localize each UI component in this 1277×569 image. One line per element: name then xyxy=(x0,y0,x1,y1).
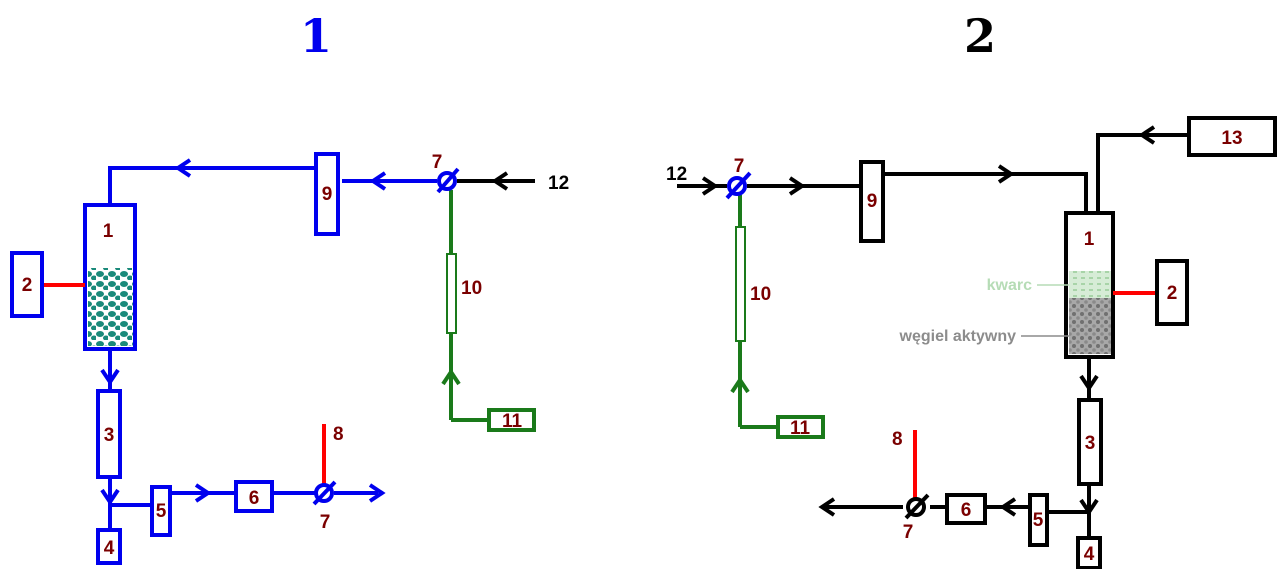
panel-2-box-5-label: 5 xyxy=(1033,510,1044,531)
panel-2-title: 2 xyxy=(964,9,996,63)
panel-2-vent-label: 8 xyxy=(892,429,903,450)
panel-1-valve-in-label: 7 xyxy=(432,152,443,173)
panel-1-box-6-label: 6 xyxy=(249,488,260,509)
panel-2-flow-arrows xyxy=(701,125,1156,517)
panel-1-flow-arrows xyxy=(100,158,387,506)
panel-2-box-11-label: 11 xyxy=(790,418,811,439)
panel-2-valve-in xyxy=(725,171,752,200)
panel-1-box-11 xyxy=(487,408,536,432)
panel-2-box-3 xyxy=(1077,398,1103,486)
panel-1-box-3-label: 3 xyxy=(104,425,115,446)
panel-2-box-9-label: 9 xyxy=(867,191,878,212)
panel-2-box-9 xyxy=(859,160,885,243)
panel-2-inlet-label: 12 xyxy=(666,164,687,185)
panel-1-box-4 xyxy=(96,528,122,565)
panel-1-box-4-label: 4 xyxy=(104,538,115,559)
panel-2-box-13 xyxy=(1187,116,1277,157)
panel-2-valve-in-label: 7 xyxy=(734,156,745,177)
panel-2-box-13-label: 13 xyxy=(1221,128,1242,149)
panel-1-column xyxy=(83,203,137,351)
panel-1-vent-label: 8 xyxy=(333,424,344,445)
panel-1-box-5 xyxy=(150,485,172,537)
panel-1-blue-lines xyxy=(108,166,437,530)
panel-2-carbon-annotation: węgiel aktywny xyxy=(899,328,1017,345)
panel-2-box-11 xyxy=(776,415,825,439)
panel-2-carbon-layer xyxy=(1069,298,1111,354)
panel-1-inlet-label: 12 xyxy=(548,173,569,194)
panel-1-valve-out-label: 7 xyxy=(320,512,331,533)
panel-1-heater-label: 2 xyxy=(22,275,33,296)
panel-1-column-label: 1 xyxy=(103,221,114,242)
panel-2-quartz-layer xyxy=(1069,271,1111,298)
panel-2-box-3-label: 3 xyxy=(1085,433,1096,454)
panel-1-tube-10 xyxy=(446,253,457,334)
panel-1-box-11-label: 11 xyxy=(502,411,523,432)
panel-2-box-5 xyxy=(1028,493,1049,547)
panel-1-valve-in xyxy=(436,167,460,194)
panel-2-box-4 xyxy=(1076,536,1102,569)
panel-1-inlet-line xyxy=(457,171,535,191)
panel-1-tube-10-label: 10 xyxy=(461,278,482,299)
panel-1-column-packing xyxy=(88,268,133,346)
panel-2-valve-out-label: 7 xyxy=(903,522,914,543)
panel-2-tube-10 xyxy=(735,226,746,342)
panel-2-heater xyxy=(1155,259,1189,326)
panel-2-box-4-label: 4 xyxy=(1084,544,1095,565)
panel-1-box-9 xyxy=(314,152,340,236)
panel-2-box-6 xyxy=(945,493,987,525)
panel-1-box-3 xyxy=(96,389,122,479)
panel-1-box-6 xyxy=(234,480,274,513)
panel-1-green-lines xyxy=(441,190,489,422)
panel-1-box-9-label: 9 xyxy=(322,184,333,205)
panel-1-title: 1 xyxy=(300,9,332,63)
panel-2-green-lines xyxy=(730,195,778,429)
panel-2-column-label: 1 xyxy=(1084,229,1095,250)
panel-2-quartz-annotation: kwarc xyxy=(987,277,1032,294)
panel-1-heater xyxy=(10,251,44,318)
panel-1-valve-out xyxy=(312,480,337,506)
panel-2-heater-label: 2 xyxy=(1167,283,1178,304)
panel-2: 2 12 xyxy=(666,9,1277,569)
panel-2-tube-10-label: 10 xyxy=(750,284,771,305)
panel-2-box-6-label: 6 xyxy=(961,500,972,521)
panel-2-valve-out xyxy=(904,493,930,520)
panel-1: 1 12 xyxy=(10,9,569,565)
panel-1-box-5-label: 5 xyxy=(156,501,167,522)
